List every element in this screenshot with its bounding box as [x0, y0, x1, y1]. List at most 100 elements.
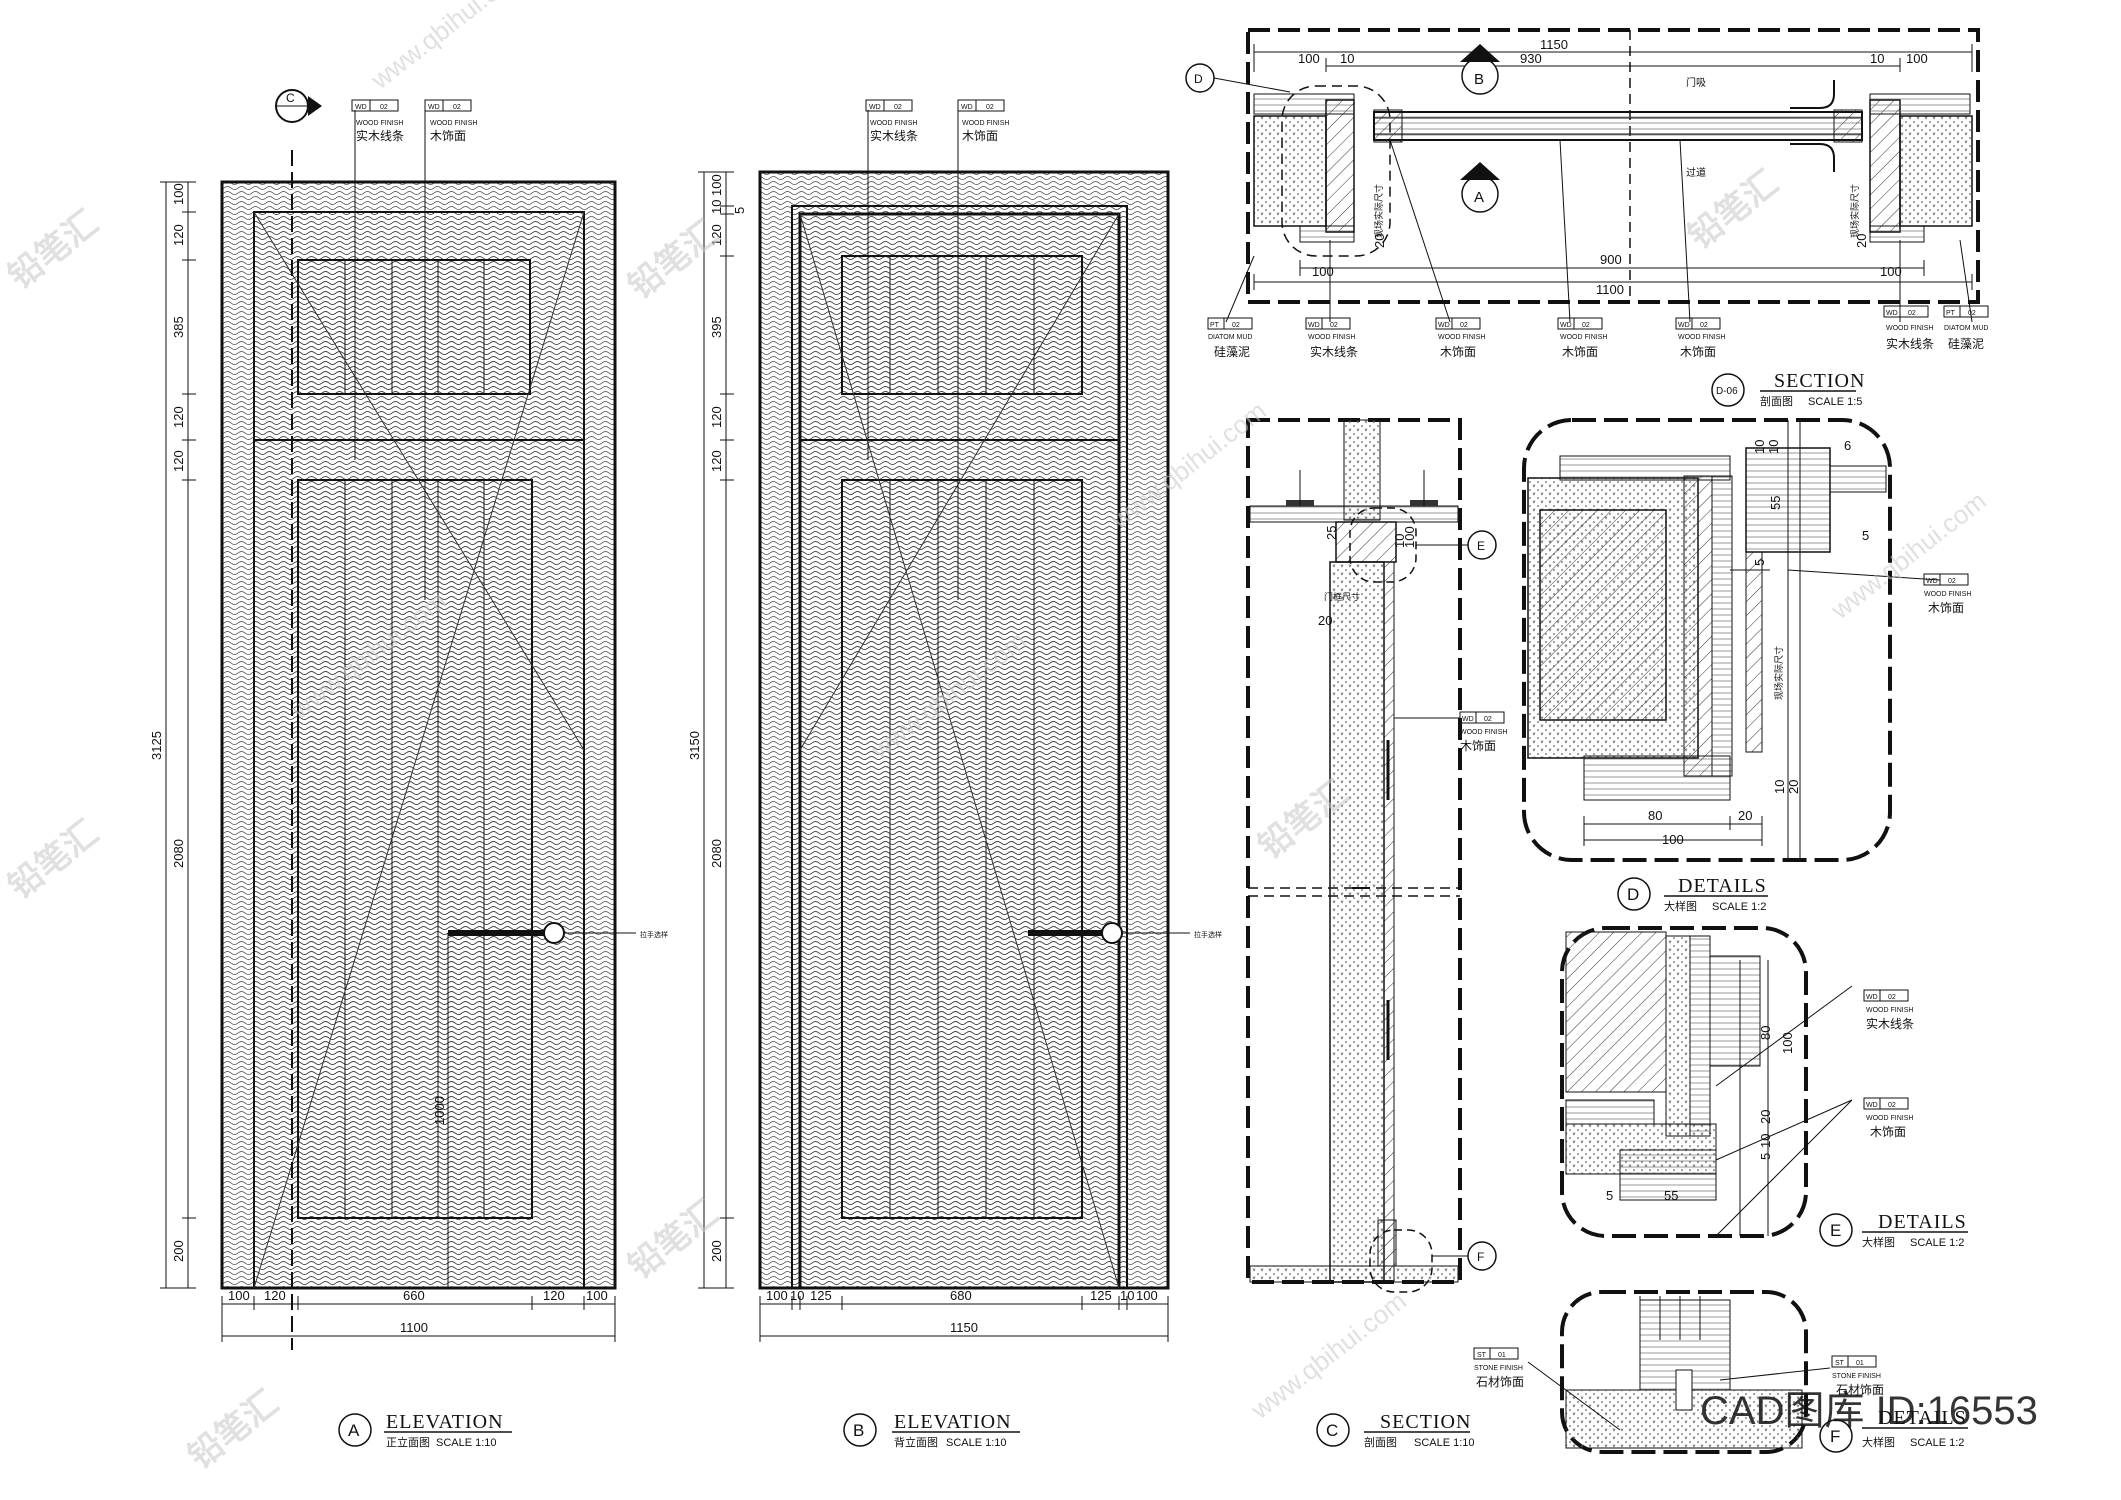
detail-f-title-circle: [1819, 1419, 1853, 1453]
st-tag-wd4-cn: 木饰面: [1680, 345, 1716, 359]
detail-d-dim-1: 20: [1738, 808, 1752, 823]
elev-b-total-h: 1150: [950, 1320, 978, 1335]
watermark-url-6: www.qbihui.com: [1824, 485, 1991, 625]
detail-d-dim-9: 20: [1786, 780, 1801, 794]
detail-e-cn: 大样图: [1862, 1235, 1895, 1249]
elev-b-handle-note: 拉手选样: [1194, 930, 1222, 939]
section-top-onsite-note-l: 现场实际尺寸: [1373, 184, 1384, 238]
section-c-scale: SCALE 1:10: [1414, 1437, 1475, 1449]
elev-b-vdim-1: 10: [709, 200, 724, 214]
detail-e-tag1-code: 02: [1888, 994, 1896, 1001]
st-tag-wd1-code: 02: [1330, 322, 1338, 329]
st-tag-wd4-code: 02: [1700, 322, 1708, 329]
elev-a-hdim-4: 100: [586, 1288, 608, 1303]
st-tag-pt-l-en: DIATOM MUD: [1208, 334, 1252, 341]
section-top-dim-1: 930: [1520, 51, 1542, 66]
section-c-cabinet-note: 门框尺寸: [1324, 591, 1360, 602]
section-top-code: D-06: [1716, 386, 1738, 397]
elev-a-hdim-1: 120: [264, 1288, 286, 1303]
detail-f-circle-label: F: [1830, 1427, 1840, 1446]
st-tag-wd2-cn: 木饰面: [1440, 345, 1476, 359]
section-c-tag-code: 02: [1484, 716, 1492, 723]
elev-b-vdim-7: 2080: [709, 839, 724, 868]
section-top-dim-b5: 20: [1854, 234, 1869, 248]
elev-a-tag-1-en: WOOD FINISH: [356, 120, 403, 127]
section-c-dim-1: 100: [1402, 526, 1417, 548]
st-tag-wd2-code: 02: [1460, 322, 1468, 329]
detail-d-tag-en: WOOD FINISH: [1924, 591, 1971, 598]
elev-b-tag-2-code: 02: [986, 104, 994, 111]
detail-f-tag1-code: 01: [1498, 1352, 1506, 1359]
elev-b-vdim-6: 120: [709, 450, 724, 472]
st-tag-wd5-cn: 实木线条: [1886, 336, 1934, 351]
elev-b-vdim-3: 120: [709, 224, 724, 246]
section-top-door-stop: 门吸: [1686, 76, 1706, 89]
elev-a-vdim-2: 385: [171, 316, 186, 338]
elev-a-tag-1-cn: 实木线条: [356, 128, 404, 143]
elev-b-title: ELEVATION: [894, 1411, 1012, 1433]
elev-b-hdim-5: 10: [1120, 1288, 1134, 1303]
elev-a-vdim-0: 100: [171, 183, 186, 205]
detail-e-dim-1: 100: [1780, 1032, 1795, 1054]
section-top-dim-b2: 100: [1312, 264, 1334, 279]
st-tag-wd5-en: WOOD FINISH: [1886, 325, 1933, 332]
section-c-circle-label: C: [1326, 1421, 1338, 1440]
watermark-url-1: www.qbihui.com: [364, 0, 531, 95]
elev-b-tag-2: [957, 99, 1005, 112]
st-tag-wd1-en: WOOD FINISH: [1308, 334, 1355, 341]
st-tag-wd3-en: WOOD FINISH: [1560, 334, 1607, 341]
detail-f-tags: [1473, 1347, 1877, 1368]
section-c-dim-3: 20: [1318, 613, 1332, 628]
elev-b-hdim-4: 125: [1090, 1288, 1112, 1303]
elev-a-total-h: 1100: [400, 1320, 428, 1335]
elev-b-tag-1-code: 02: [894, 104, 902, 111]
detail-f-tag2-cn: 石材饰面: [1836, 1383, 1884, 1397]
watermark-brand-2: 铅笔汇: [2, 814, 106, 907]
detail-d-dim-7: 5: [1862, 528, 1869, 543]
section-top-dim-b1: 1100: [1596, 282, 1624, 297]
detail-d-dim-8: 10: [1772, 780, 1787, 794]
elev-b-hdim-6: 100: [1136, 1288, 1158, 1303]
elev-b-vdim-4: 395: [709, 316, 724, 338]
detail-d-cn: 大样图: [1664, 899, 1697, 913]
detail-d-dim-10: 6: [1844, 438, 1851, 453]
elevation-b: [698, 110, 1190, 1342]
detail-e-dim-4: 10: [1758, 1134, 1773, 1148]
detail-e-circle-label: E: [1830, 1221, 1841, 1240]
st-tag-wd5-code: 02: [1908, 310, 1916, 317]
elev-a-marker-c: C: [286, 91, 295, 105]
detail-d-dim-4: 10: [1766, 440, 1781, 454]
elev-a-title-circle: [338, 1413, 372, 1447]
section-c-title: SECTION: [1380, 1411, 1471, 1433]
elev-a-tag-2-wd: WD: [428, 104, 440, 111]
elev-a-hdim-0: 100: [228, 1288, 250, 1303]
detail-e-dim-5: 5: [1606, 1188, 1613, 1203]
detail-d: [1522, 418, 1941, 862]
section-c-tag-wd: WD: [1462, 716, 1474, 723]
section-c-dim-0: 25: [1324, 526, 1339, 540]
elev-a-tag-2-en: WOOD FINISH: [430, 120, 477, 127]
detail-f-scale: SCALE 1:2: [1910, 1437, 1964, 1449]
section-top-dim-5: 100: [1906, 51, 1928, 66]
detail-e-tag2-code: 02: [1888, 1102, 1896, 1109]
watermark-brand-1: 铅笔汇: [2, 204, 106, 297]
section-c-marker-e: E: [1477, 539, 1485, 553]
section-top-dim-0: 1150: [1540, 37, 1568, 52]
st-tag-pt-l: PT: [1210, 322, 1220, 329]
elev-a-tag-1-code: 02: [380, 104, 388, 111]
elev-b-title-circle: [843, 1413, 877, 1447]
elev-b-tag-1: [865, 99, 913, 112]
st-tag-pt-r-en: DIATOM MUD: [1944, 325, 1988, 332]
st-tag-wd5: WD: [1886, 310, 1898, 317]
elevation-a: [160, 89, 636, 1350]
elev-a-tag-2-cn: 木饰面: [430, 129, 466, 143]
section-top-dim-2: 100: [1298, 51, 1320, 66]
detail-d-dim-6: 5: [1752, 559, 1767, 566]
elev-b-tag-1-wd: WD: [869, 104, 881, 111]
detail-e-tag1-en: WOOD FINISH: [1866, 1007, 1913, 1014]
elev-b-hdim-2: 125: [810, 1288, 832, 1303]
section-top-dim-b3: 100: [1880, 264, 1902, 279]
section-top: [1185, 28, 1980, 323]
elev-b-vdim-8: 200: [709, 1240, 724, 1262]
elev-b-hdim-3: 680: [950, 1288, 972, 1303]
